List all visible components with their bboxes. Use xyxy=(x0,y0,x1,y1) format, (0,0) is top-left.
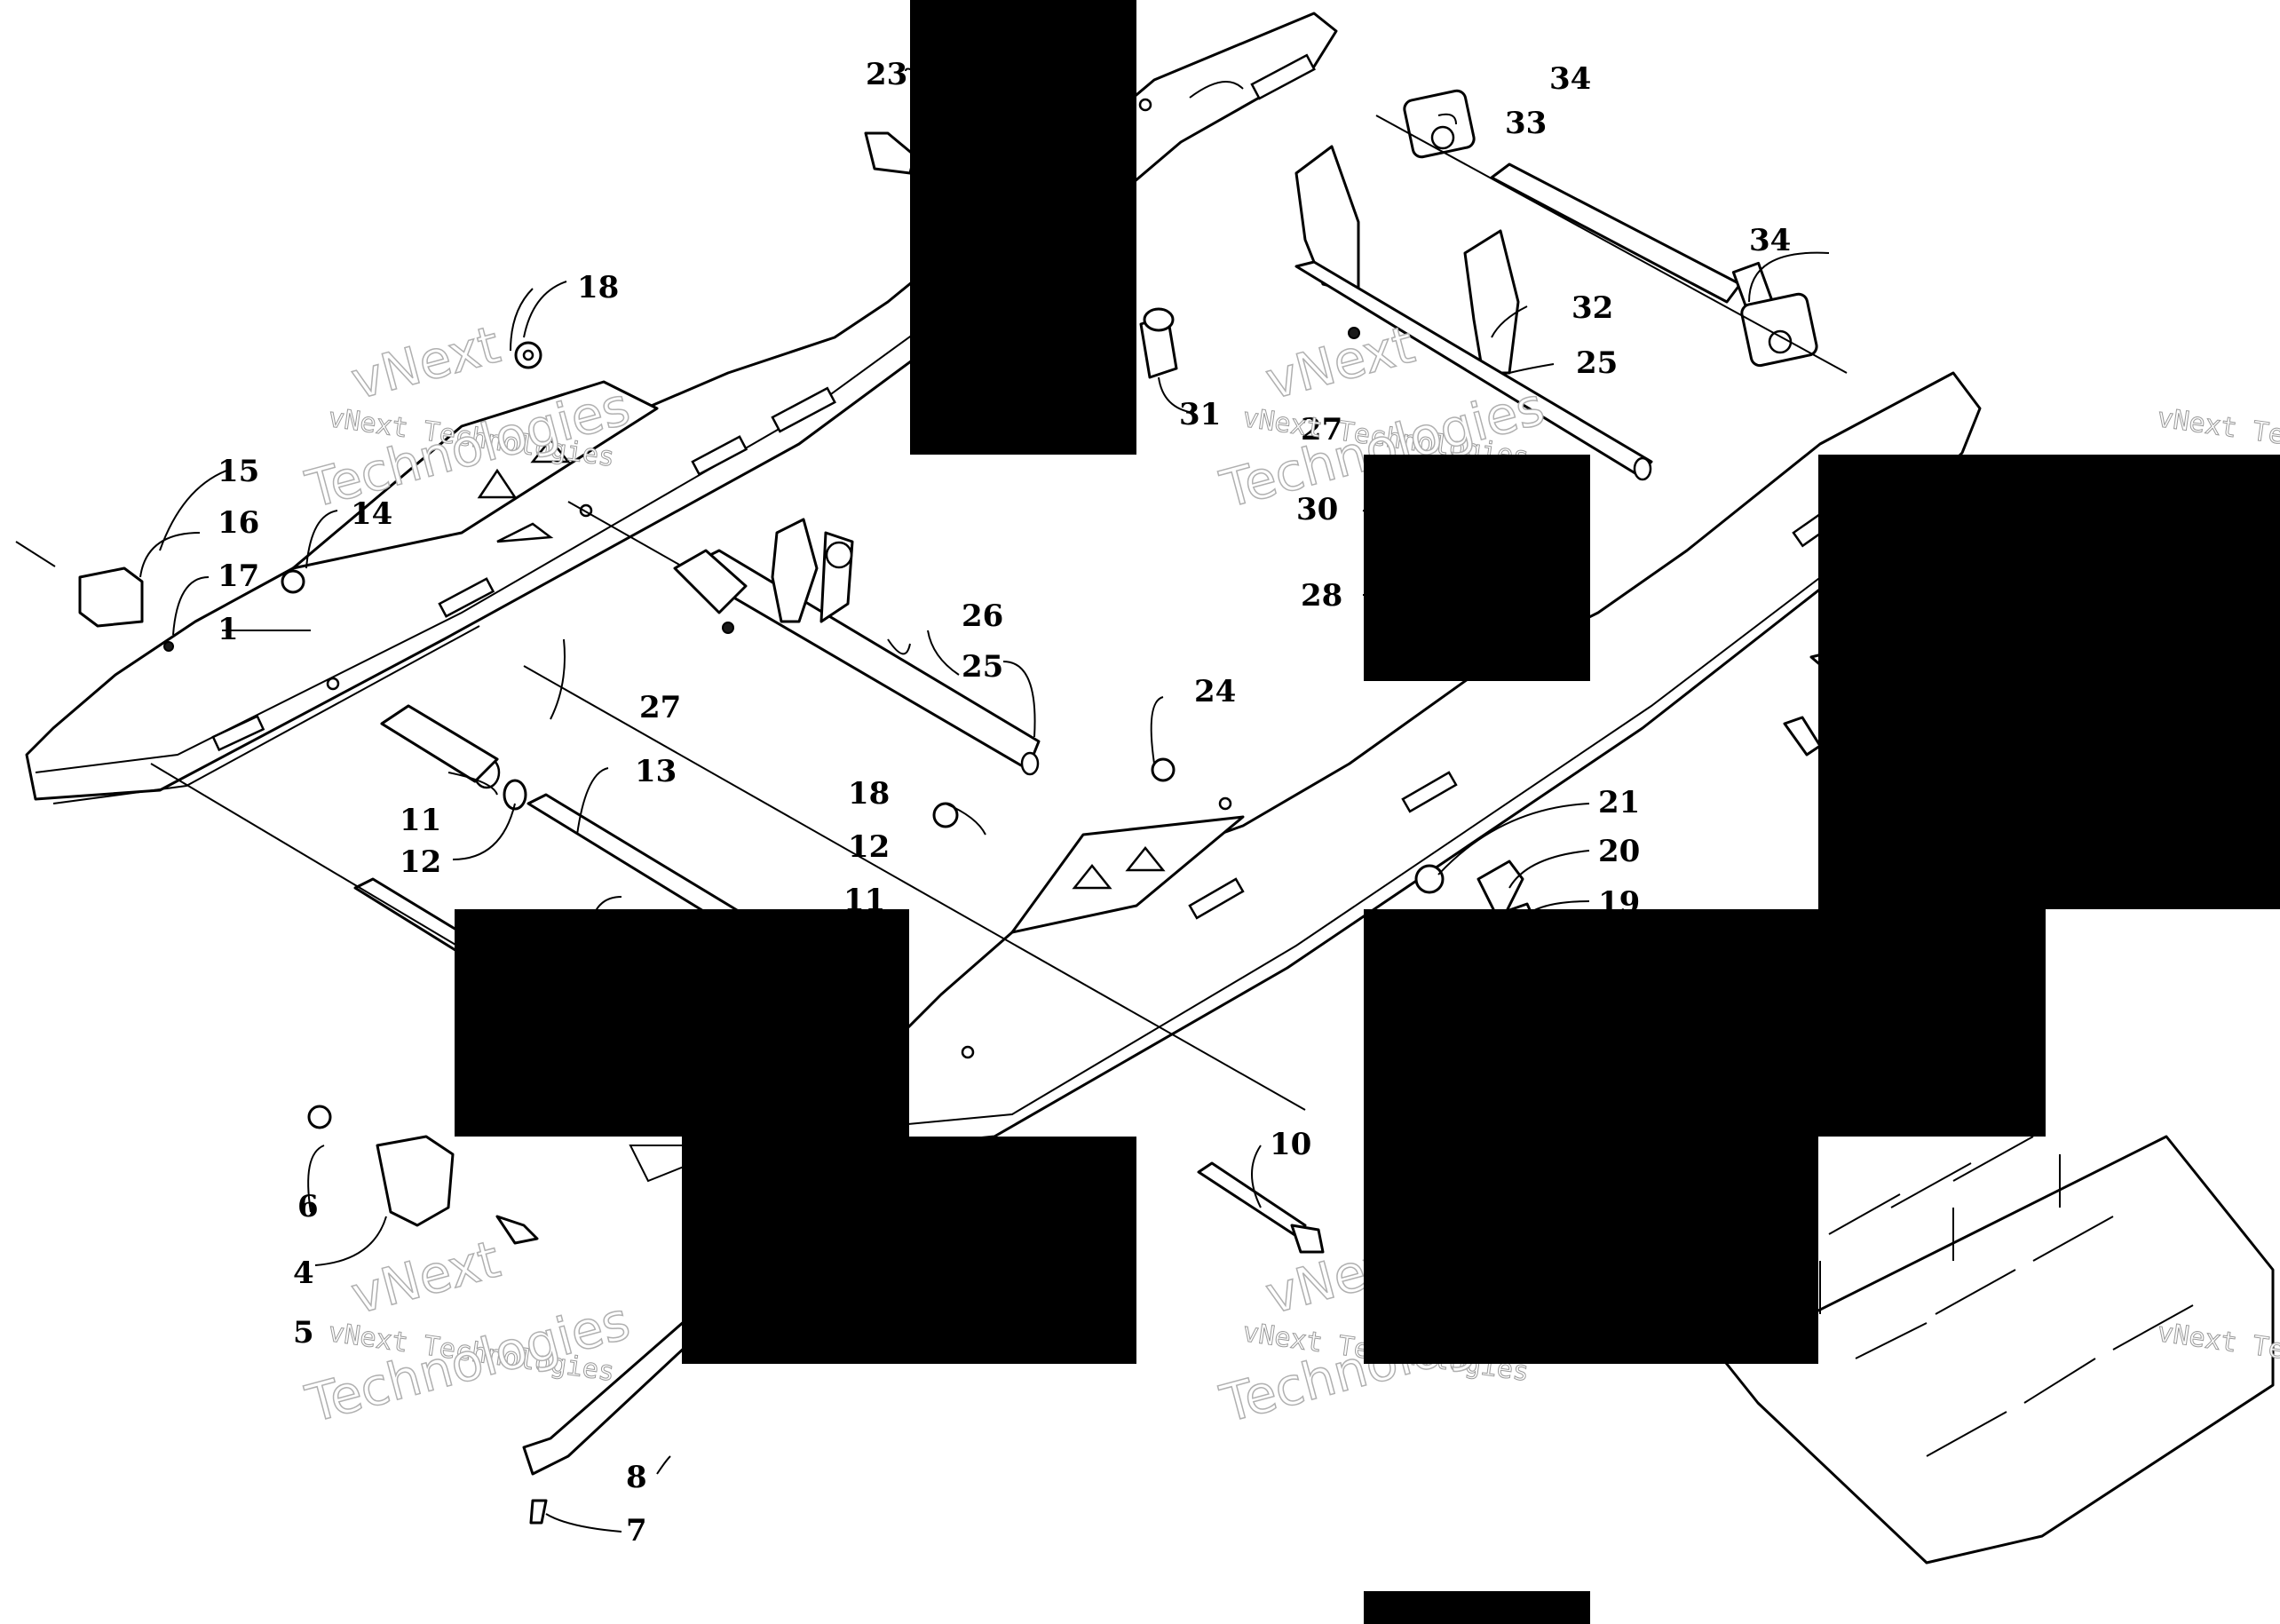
front-arm-assembly xyxy=(673,518,854,634)
callout-32: 32 xyxy=(1571,290,1613,326)
callout-28: 28 xyxy=(1301,578,1342,614)
callout-8: 8 xyxy=(626,1460,647,1495)
callout-34-top: 34 xyxy=(1549,61,1591,97)
redaction-blocks xyxy=(455,0,2280,1624)
redaction-block xyxy=(1364,1137,1818,1364)
watermark-text: vNext Te xyxy=(2155,402,2280,451)
callout-34-right: 34 xyxy=(1749,223,1791,258)
callout-13: 13 xyxy=(635,754,677,789)
watermark-big-word: vNext xyxy=(1260,314,1421,412)
watermark-big-word: vNext xyxy=(345,1229,506,1327)
callout-33: 33 xyxy=(1505,106,1547,141)
leader-lines xyxy=(139,67,1830,1533)
rear-axle-assembly xyxy=(1375,89,1848,374)
center-bracket-assembly xyxy=(1294,145,1653,481)
left-slide-rail xyxy=(25,12,1338,804)
callout-14: 14 xyxy=(351,496,392,532)
redaction-block xyxy=(1364,455,1590,681)
front-bumper-parts xyxy=(15,341,542,652)
spacers xyxy=(380,704,959,828)
callout-numbers: 1 4 5 6 7 8 10 11 11 12 12 13 14 15 16 1… xyxy=(218,57,1791,1549)
track xyxy=(1721,1135,2275,1565)
redaction-block xyxy=(682,1137,1136,1364)
callout-21: 21 xyxy=(1598,785,1640,820)
callout-18-mid: 18 xyxy=(848,776,890,812)
redaction-block xyxy=(1364,909,2046,1137)
callout-6: 6 xyxy=(297,1189,319,1224)
redaction-block xyxy=(1364,1591,1590,1624)
callout-1: 1 xyxy=(218,612,239,647)
callout-25-top: 25 xyxy=(1576,345,1618,381)
wear-strip-parts xyxy=(307,1064,899,1525)
callout-27-left: 27 xyxy=(639,690,681,725)
right-slide-rail xyxy=(851,371,1982,1152)
watermark-big-word: vNext xyxy=(345,314,506,412)
callout-23: 23 xyxy=(866,57,907,92)
callout-25-mid: 25 xyxy=(962,649,1003,685)
callout-15: 15 xyxy=(218,454,259,489)
callout-12-left: 12 xyxy=(400,844,441,880)
redaction-block xyxy=(910,0,1136,455)
bolt-10 xyxy=(1197,1161,1325,1254)
redaction-block xyxy=(455,909,909,1137)
callout-18-top: 18 xyxy=(577,270,619,305)
callout-10: 10 xyxy=(1270,1127,1311,1162)
callout-31: 31 xyxy=(1179,397,1221,432)
callout-27-top: 27 xyxy=(1301,412,1342,448)
callout-30: 30 xyxy=(1296,492,1338,527)
callout-26: 26 xyxy=(962,598,1003,634)
callout-16: 16 xyxy=(218,505,259,541)
callout-20: 20 xyxy=(1598,834,1640,869)
callout-17: 17 xyxy=(218,558,259,594)
callout-24: 24 xyxy=(1194,674,1236,709)
callout-11-left: 11 xyxy=(400,803,441,838)
redaction-block xyxy=(1818,455,2280,909)
callout-4: 4 xyxy=(293,1256,314,1291)
callout-7: 7 xyxy=(626,1513,647,1549)
callout-5: 5 xyxy=(293,1315,314,1351)
callout-12-right: 12 xyxy=(848,829,890,865)
